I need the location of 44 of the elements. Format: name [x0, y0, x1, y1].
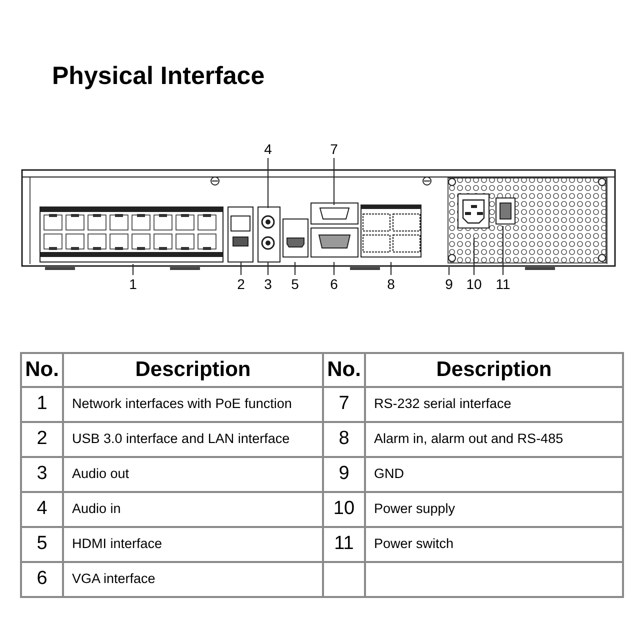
- description-cell: Audio out: [64, 458, 322, 491]
- number-cell: 3: [22, 458, 62, 491]
- description-cell: Alarm in, alarm out and RS-485: [366, 423, 622, 456]
- header-cell: Description: [64, 354, 322, 386]
- description-cell: HDMI interface: [64, 528, 322, 561]
- callout-number: 3: [264, 276, 272, 292]
- callout-number: 9: [445, 276, 453, 292]
- callout-number: 11: [496, 276, 510, 292]
- description-cell: Power switch: [366, 528, 622, 561]
- callout-number: 8: [387, 276, 395, 292]
- number-cell: 2: [22, 423, 62, 456]
- leader-line: [294, 262, 296, 276]
- number-cell: 11: [324, 528, 364, 561]
- number-cell: 7: [324, 388, 364, 421]
- description-cell: Power supply: [366, 493, 622, 526]
- leader-line: [502, 226, 504, 276]
- number-cell: 6: [22, 563, 62, 596]
- number-cell: 9: [324, 458, 364, 491]
- callout-number: 2: [237, 276, 245, 292]
- description-cell: USB 3.0 interface and LAN interface: [64, 423, 322, 456]
- leader-line: [240, 262, 242, 276]
- callout-number: 7: [330, 141, 338, 157]
- number-cell: 10: [324, 493, 364, 526]
- description-cell: VGA interface: [64, 563, 322, 596]
- leader-line: [448, 266, 450, 276]
- callout-number: 1: [129, 276, 137, 292]
- leader-line: [132, 264, 134, 276]
- callout-number: 4: [264, 141, 272, 157]
- callout-number: 10: [466, 276, 482, 292]
- header-cell: No.: [22, 354, 62, 386]
- callout-number: 6: [330, 276, 338, 292]
- callout-number: 5: [291, 276, 299, 292]
- header-cell: Description: [366, 354, 622, 386]
- number-cell: 4: [22, 493, 62, 526]
- description-cell: Network interfaces with PoE function: [64, 388, 322, 421]
- number-cell: 5: [22, 528, 62, 561]
- description-cell: GND: [366, 458, 622, 491]
- leader-line: [390, 262, 392, 276]
- page-title: Physical Interface: [52, 61, 265, 92]
- description-cell: RS-232 serial interface: [366, 388, 622, 421]
- number-cell: 8: [324, 423, 364, 456]
- number-cell: 1: [22, 388, 62, 421]
- description-cell: Audio in: [64, 493, 322, 526]
- header-cell: No.: [324, 354, 364, 386]
